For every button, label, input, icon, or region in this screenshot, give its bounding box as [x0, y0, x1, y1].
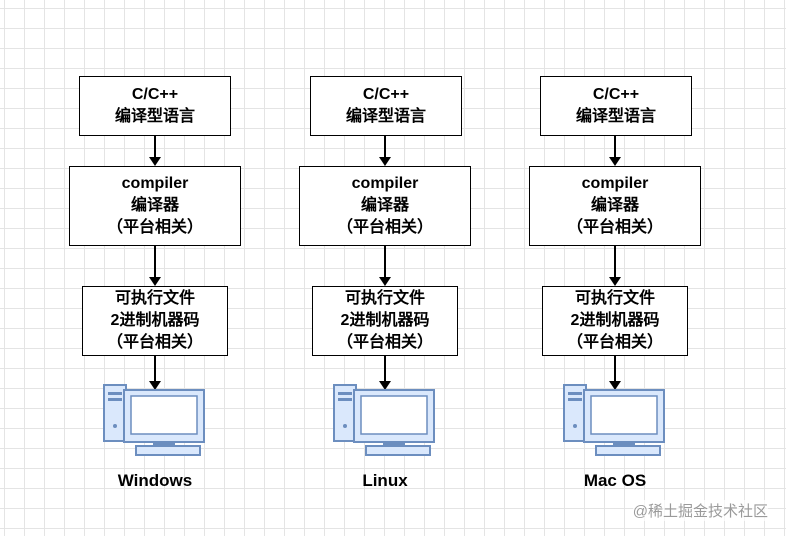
flow-arrow	[379, 136, 391, 166]
computer-icon	[333, 384, 435, 456]
box-line: 2进制机器码	[110, 312, 200, 329]
box-line: 编译器	[590, 197, 639, 214]
box-line: 编译型语言	[575, 108, 656, 125]
box-line: （平台相关）	[106, 219, 203, 236]
box-line: （平台相关）	[336, 334, 433, 351]
box-line: 可执行文件	[574, 290, 655, 307]
box-line: （平台相关）	[336, 219, 433, 236]
executable-box: 可执行文件 2进制机器码 （平台相关）	[82, 286, 228, 356]
compiler-box: compiler 编译器 （平台相关）	[299, 166, 471, 246]
executable-box: 可执行文件 2进制机器码 （平台相关）	[312, 286, 458, 356]
box-line: 2进制机器码	[570, 312, 660, 329]
box-line: C/C++	[592, 86, 640, 103]
flow-arrow	[609, 136, 621, 166]
box-line: 可执行文件	[114, 290, 195, 307]
flow-arrow	[149, 246, 161, 286]
box-line: compiler	[351, 175, 419, 192]
box-line: C/C++	[131, 86, 179, 103]
box-line: 编译型语言	[114, 108, 195, 125]
source-language-box: C/C++ 编译型语言	[540, 76, 692, 136]
box-line: （平台相关）	[566, 219, 663, 236]
flow-arrow	[379, 356, 391, 390]
box-line: 编译型语言	[345, 108, 426, 125]
box-line: compiler	[121, 175, 189, 192]
box-line: （平台相关）	[106, 334, 203, 351]
compiler-box: compiler 编译器 （平台相关）	[529, 166, 701, 246]
watermark: @稀土掘金技术社区	[632, 500, 768, 521]
source-language-box: C/C++ 编译型语言	[310, 76, 462, 136]
os-label: Windows	[117, 471, 193, 490]
flow-arrow	[609, 246, 621, 286]
os-label: Mac OS	[583, 471, 647, 490]
box-line: 编译器	[360, 197, 409, 214]
box-line: （平台相关）	[566, 334, 663, 351]
flow-arrow	[149, 356, 161, 390]
box-line: 可执行文件	[344, 290, 425, 307]
flow-arrow	[379, 246, 391, 286]
box-line: C/C++	[362, 86, 410, 103]
computer-icon	[563, 384, 665, 456]
box-line: 2进制机器码	[340, 312, 430, 329]
box-line: compiler	[581, 175, 649, 192]
compiler-box: compiler 编译器 （平台相关）	[69, 166, 241, 246]
computer-icon	[103, 384, 205, 456]
executable-box: 可执行文件 2进制机器码 （平台相关）	[542, 286, 688, 356]
flow-arrow	[609, 356, 621, 390]
box-line: 编译器	[130, 197, 179, 214]
os-label: Linux	[362, 471, 408, 490]
flow-arrow	[149, 136, 161, 166]
source-language-box: C/C++ 编译型语言	[79, 76, 231, 136]
